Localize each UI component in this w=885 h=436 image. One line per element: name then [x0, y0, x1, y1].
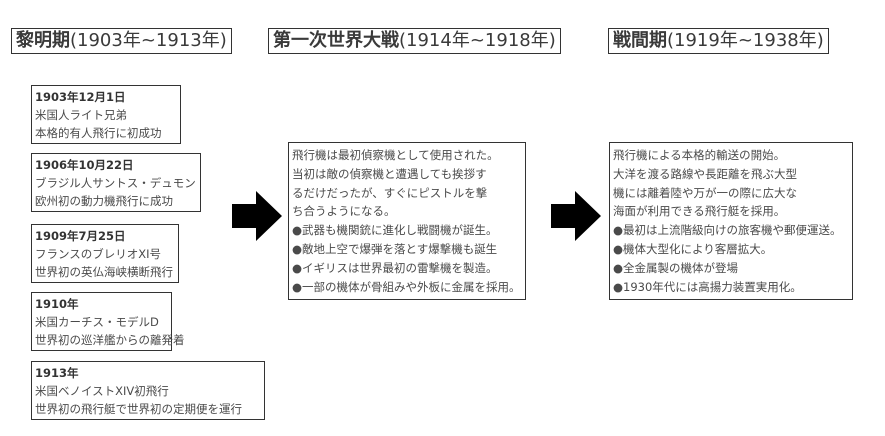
period-range: (1914年~1918年) [399, 30, 556, 51]
right-arrow-icon [551, 191, 601, 241]
bullet-line: ●イギリスは世界最初の雷撃機を製造。 [292, 260, 498, 275]
event-line: 米国カーチス・モデルD [35, 315, 159, 329]
bullet-line: ●一部の機体が骨組みや外板に金属を採用。 [292, 279, 521, 294]
period-range: (1903年~1913年) [70, 30, 227, 51]
period-name: 戦間期 [613, 30, 667, 51]
event-date: 1909年7月25日 [35, 229, 126, 243]
arrow-shape [551, 191, 601, 241]
bullet-line: ●機体大型化により客層拡大。 [613, 241, 773, 256]
event-box-1906: 1906年10月22日 ブラジル人サントス・デュモン 欧州初の動力機飛行に成功 [31, 153, 201, 212]
event-line: 欧州初の動力機飛行に成功 [35, 194, 173, 208]
text-line: 飛行機による本格的輸送の開始。 [613, 148, 786, 162]
interwar-description-box: 飛行機による本格的輸送の開始。 大洋を渡る路線や長距離を飛ぶ大型 機には離着陸や… [609, 142, 853, 301]
arrow-shape [232, 191, 282, 241]
bullet-line: ●最初は上流階級向けの旅客機や郵便運送。 [613, 223, 842, 238]
period-range: (1919年~1938年) [667, 30, 824, 51]
bullet-line: ●1930年代には高揚力装置実用化。 [613, 279, 802, 294]
text-line: 大洋を渡る路線や長距離を飛ぶ大型 [613, 166, 797, 181]
text-line: ち合うようになる。 [292, 204, 396, 219]
event-box-1913: 1913年 米国ベノイストXIV初飛行 世界初の飛行艇で世界初の定期便を運行 [31, 361, 265, 420]
period-heading-interwar: 戦間期(1919年~1938年) [608, 28, 829, 54]
event-date: 1906年10月22日 [35, 158, 134, 172]
text-line: 当初は敵の偵察機と遭遇しても挨拶す [292, 166, 487, 181]
bullet-line: ●全金属製の機体が登場 [613, 260, 739, 275]
wwi-description-box: 飛行機は最初偵察機として使用された。 当初は敵の偵察機と遭遇しても挨拶す るだけ… [288, 142, 526, 301]
event-line: 本格的有人飛行に初成功 [35, 126, 162, 140]
period-heading-dawn: 黎明期(1903年~1913年) [11, 28, 232, 54]
event-line: ブラジル人サントス・デュモン [35, 176, 196, 190]
event-box-1903: 1903年12月1日 米国人ライト兄弟 本格的有人飛行に初成功 [31, 85, 181, 144]
period-heading-wwi: 第一次世界大戦(1914年~1918年) [268, 28, 561, 54]
bullet-line: ●敵地上空で爆弾を落とす爆撃機も誕生 [292, 241, 498, 256]
event-line: フランスのブレリオXI号 [35, 247, 162, 261]
right-arrow-icon [232, 191, 282, 241]
event-box-1909: 1909年7月25日 フランスのブレリオXI号 世界初の英仏海峡横断飛行 [31, 224, 179, 283]
event-line: 世界初の巡洋艦からの離発着 [35, 333, 185, 347]
text-line: 海面が利用できる飛行艇を採用。 [613, 204, 786, 219]
event-date: 1910年 [35, 297, 79, 311]
bullet-line: ●武器も機関銃に進化し戦闘機が誕生。 [292, 223, 498, 238]
event-line: 世界初の飛行艇で世界初の定期便を運行 [35, 402, 242, 416]
event-box-1910: 1910年 米国カーチス・モデルD 世界初の巡洋艦からの離発着 [31, 292, 185, 351]
period-name: 黎明期 [16, 30, 70, 51]
event-line: 米国ベノイストXIV初飛行 [35, 384, 169, 398]
period-name: 第一次世界大戦 [273, 30, 399, 51]
event-line: 米国人ライト兄弟 [35, 108, 127, 122]
event-line: 世界初の英仏海峡横断飛行 [35, 265, 173, 279]
text-line: 機には離着陸や万が一の際に広大な [613, 185, 797, 200]
event-date: 1913年 [35, 366, 79, 380]
text-line: るだけだったが、すぐにピストルを撃 [292, 185, 488, 200]
event-date: 1903年12月1日 [35, 90, 126, 104]
text-line: 飛行機は最初偵察機として使用された。 [292, 148, 499, 162]
